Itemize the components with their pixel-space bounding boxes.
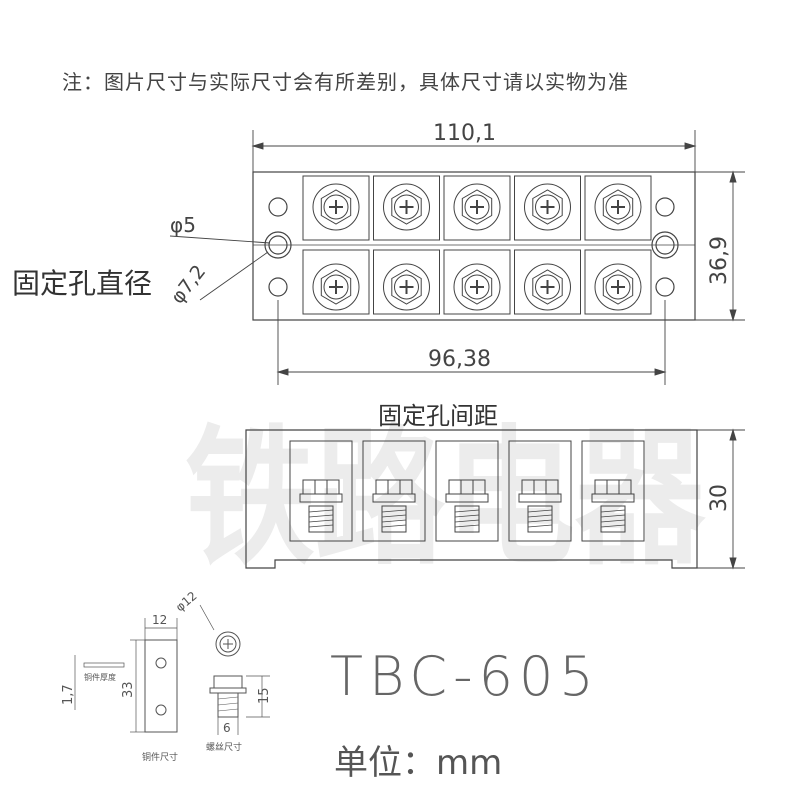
hole-leaders	[169, 235, 271, 301]
plate-label: 铜件尺寸	[142, 751, 178, 763]
terminal-screw	[584, 249, 652, 315]
side-terminal	[435, 440, 499, 542]
model-number: TBC-605	[330, 645, 600, 708]
fixing-spacing-label: 固定孔间距	[378, 402, 498, 430]
dim-hole-spacing-text: 96,38	[428, 347, 491, 372]
plate-height-text: 33	[121, 681, 136, 698]
terminal-screw	[302, 175, 370, 241]
terminal-screw	[373, 175, 440, 241]
terminal-screw	[443, 249, 511, 315]
side-terminal-array	[289, 440, 645, 542]
terminal-screw	[584, 175, 652, 241]
plate-thickness-text: 1,7	[61, 684, 76, 705]
side-terminal	[508, 440, 572, 542]
side-terminal	[362, 440, 426, 542]
screw-head-dia-text: φ12	[173, 589, 200, 615]
terminal-screw	[514, 175, 581, 241]
side-terminal	[581, 440, 645, 542]
plate-thickness-label: 铜件厚度	[84, 672, 116, 682]
screw-label: 螺丝尺寸	[206, 741, 242, 753]
dimension-side-height	[697, 428, 745, 570]
terminal-array	[302, 175, 652, 315]
unit-label: 单位：mm	[334, 743, 503, 783]
dimension-width	[251, 130, 697, 172]
fixing-hole-label: 固定孔直径	[12, 267, 153, 300]
dim-width-text: 110,1	[433, 121, 496, 146]
screw-length-text: 15	[257, 687, 272, 704]
screw-dia-text: 6	[223, 721, 231, 735]
dim-side-height-text: 30	[707, 484, 732, 512]
dimension-hole-spacing	[276, 300, 667, 385]
side-terminal	[289, 440, 353, 542]
screw-drawing	[199, 604, 270, 735]
plate-width-text: 12	[152, 613, 167, 627]
terminal-screw	[443, 175, 511, 241]
dim-height-text: 36,9	[707, 236, 732, 285]
top-view	[252, 171, 696, 321]
dimension-height	[695, 170, 745, 322]
side-view	[245, 429, 698, 569]
terminal-screw	[373, 249, 440, 315]
terminal-screw	[514, 249, 581, 315]
hole-dia-text: φ5	[170, 213, 196, 237]
disclaimer-note: 注：图片尺寸与实际尺寸会有所差别，具体尺寸请以实物为准	[62, 70, 629, 94]
copper-plate-drawing	[74, 618, 178, 733]
hole-counterbore-text: φ7,2	[167, 261, 211, 308]
terminal-screw	[302, 249, 370, 315]
